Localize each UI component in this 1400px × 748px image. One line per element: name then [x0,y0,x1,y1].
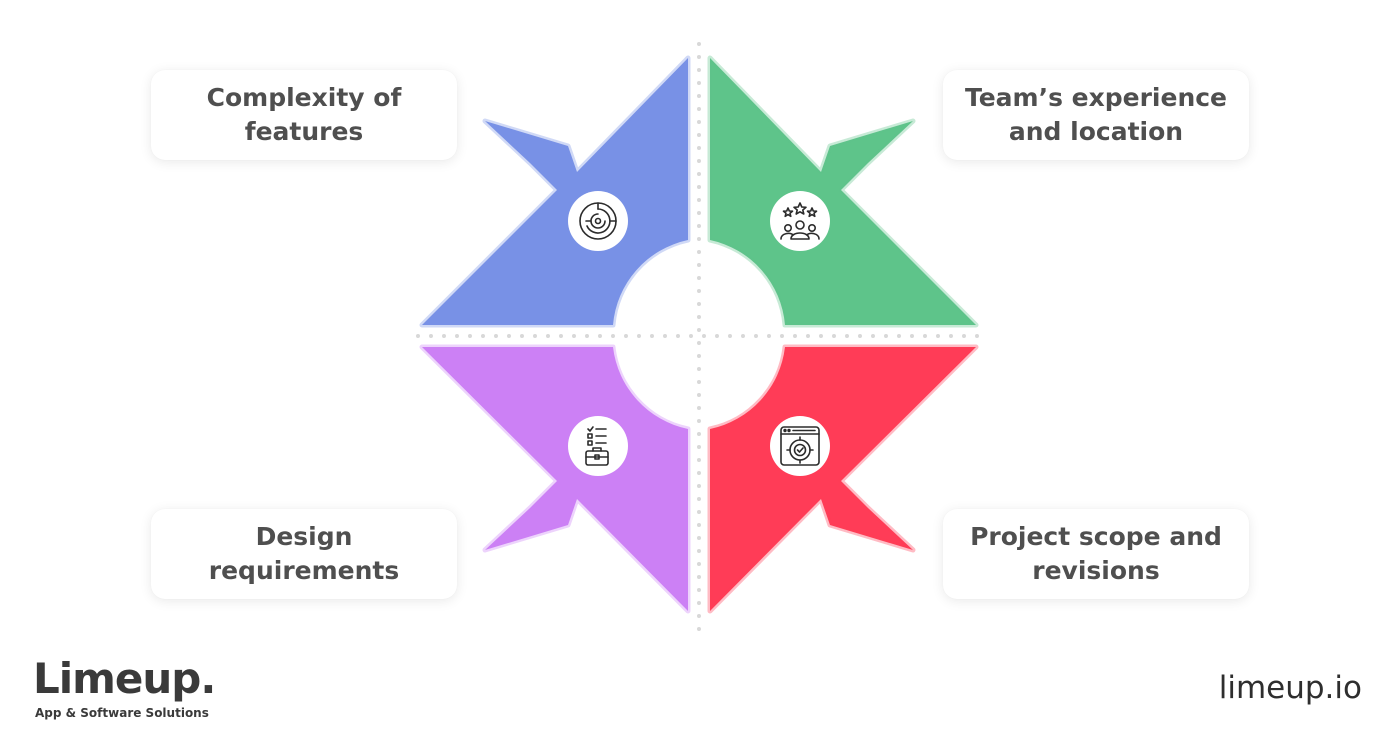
arrow-teams-experience [707,55,979,328]
factor-card-complexity: Complexity of features [151,70,457,160]
checklist-briefcase-icon [568,416,628,476]
arrow-complexity-of-features [419,55,691,328]
brand-name: Limeup. [33,654,216,703]
factor-label-complexity: Complexity of features [206,83,402,146]
factor-card-design: Design requirements [151,509,457,599]
target-window-icon [770,416,830,476]
arrow-project-scope [707,344,979,614]
brand-logo: Limeup. App & Software Solutions [33,653,216,720]
maze-icon [568,191,628,251]
factor-card-scope: Project scope and revisions [943,509,1249,599]
site-url: limeup.io [1218,670,1362,706]
factor-card-team: Team’s experience and location [943,70,1249,160]
arrow-design-requirements [419,344,691,614]
factor-label-scope: Project scope and revisions [970,522,1222,585]
factor-label-team: Team’s experience and location [964,83,1228,146]
factor-label-design: Design requirements [208,522,400,585]
team-stars-icon [770,191,830,251]
brand-tagline: App & Software Solutions [35,706,209,720]
